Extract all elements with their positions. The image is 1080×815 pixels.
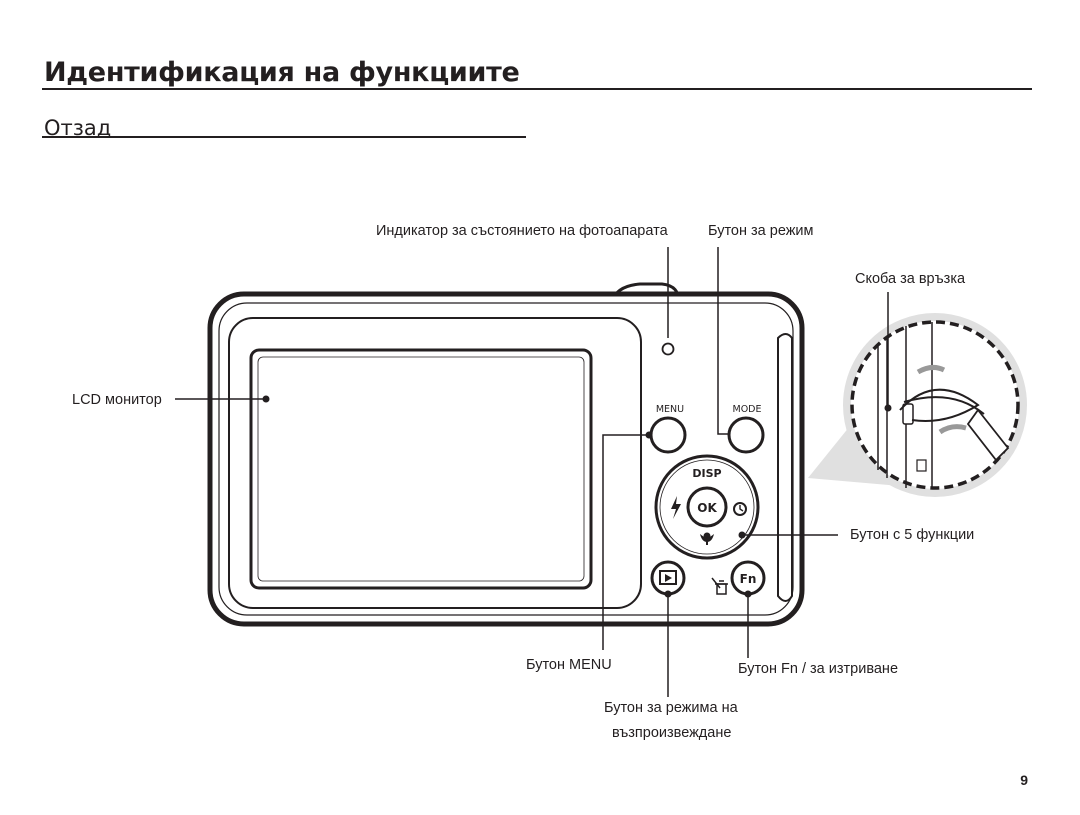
trash-icon [711, 577, 728, 595]
playback-button[interactable] [650, 560, 686, 596]
macro-icon [700, 532, 714, 545]
subtitle-divider [42, 136, 526, 138]
fn-delete-callout: Бутон Fn / за изтриване [738, 661, 899, 677]
playback-callout-line2: възпроизвеждане [612, 725, 732, 741]
title-divider [42, 88, 1032, 90]
fn-button-label: Fn [740, 572, 757, 586]
mode-button-label: MODE [733, 404, 762, 415]
strap-eyelet-callout: Скоба за връзка [855, 271, 966, 287]
page-title: Идентификация на функциите [44, 57, 520, 88]
callout-dots [262, 395, 892, 598]
page-number: 9 [1020, 772, 1028, 788]
status-lamp-callout: Индикатор за състоянието на фотоапарата [376, 223, 668, 239]
menu-button-label: MENU [656, 404, 684, 415]
ok-button[interactable] [686, 486, 728, 528]
ok-button-label: OK [697, 501, 717, 515]
flash-icon [671, 496, 681, 519]
menu-button-callout: Бутон MENU [526, 657, 612, 673]
grip-ridge [777, 333, 793, 602]
status-lamp [661, 342, 675, 356]
disp-label: DISP [692, 467, 721, 480]
self-timer-icon [733, 502, 747, 516]
lcd-monitor-callout: LCD монитор [72, 392, 162, 408]
callout-leaders [175, 247, 889, 697]
strap-eyelet-detail [808, 313, 1027, 497]
five-function-callout: Бутон с 5 функции [850, 527, 975, 543]
mode-button-callout: Бутон за режим [708, 223, 814, 239]
mode-button[interactable] [727, 416, 765, 454]
lcd-monitor [228, 317, 642, 609]
menu-button[interactable] [649, 416, 687, 454]
playback-callout-line1: Бутон за режима на [604, 700, 738, 716]
